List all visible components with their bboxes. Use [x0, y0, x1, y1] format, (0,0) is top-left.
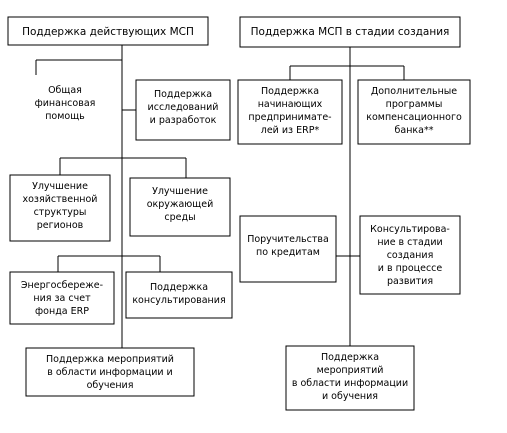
startup-support-line-2: начинающих	[258, 99, 323, 110]
right-tree: Поддержка МСП в стадии создания Поддержк…	[237, 16, 471, 411]
startup-support-line-1: Поддержка	[261, 86, 319, 97]
left-info-education-line-2: в области информации и	[47, 367, 172, 378]
compensation-programs-line-1: Дополнительные	[371, 86, 457, 97]
energy-saving-line-3: фонда ERP	[35, 306, 89, 317]
research-support-line-1: Поддержка	[154, 89, 212, 100]
right-info-education-line-1: Поддержка	[321, 352, 379, 363]
environment-line-2: окружающей	[147, 199, 214, 210]
environment-line-3: среды	[164, 212, 195, 223]
general-help-node: Общая финансовая помощь	[35, 85, 96, 122]
regional-structure-line-2: хозяйственной	[23, 194, 98, 205]
credit-guarantees-line-1: Поручительства	[247, 234, 329, 245]
startup-support-line-4: лей из ERP*	[261, 125, 320, 136]
energy-saving-line-2: ния за счет	[33, 293, 91, 304]
general-help-line-1: Общая	[48, 85, 82, 96]
left-info-education-line-3: обучения	[87, 380, 134, 391]
consulting-stages-line-4: и в процессе	[378, 263, 443, 274]
credit-guarantees-line-2: по кредитам	[256, 247, 320, 258]
left-tree: Поддержка действующих МСП Общая финансов…	[7, 16, 233, 397]
right-info-education-line-2: мероприятий	[317, 365, 384, 376]
regional-structure-line-1: Улучшение	[32, 181, 88, 192]
general-help-line-2: финансовая	[35, 98, 96, 109]
right-info-education-line-3: в области информации	[292, 378, 408, 389]
startup-support-line-3: предпринимате-	[248, 112, 331, 123]
right-header-box	[239, 16, 461, 48]
research-support-box	[135, 79, 231, 141]
right-info-education-line-4: и обучения	[322, 391, 378, 402]
compensation-programs-box	[357, 79, 471, 145]
environment-box	[129, 177, 231, 237]
compensation-programs-line-4: банка**	[395, 125, 434, 136]
consulting-stages-line-2: ние в стадии	[377, 237, 442, 248]
credit-guarantees-box	[239, 215, 337, 283]
left-info-education-line-1: Поддержка мероприятий	[46, 354, 174, 365]
consulting-stages-line-1: Консультирова-	[370, 224, 450, 235]
consulting-support-line-1: Поддержка	[150, 282, 208, 293]
energy-saving-box	[9, 271, 115, 325]
regional-structure-line-3: структуры	[34, 207, 87, 218]
regional-structure-line-4: регионов	[37, 220, 84, 231]
compensation-programs-line-2: программы	[386, 99, 443, 110]
consulting-stages-box	[359, 215, 461, 295]
regional-structure-box	[9, 174, 111, 242]
left-info-education-box	[25, 347, 195, 397]
research-support-line-2: исследований	[148, 102, 219, 113]
startup-support-box	[237, 79, 343, 145]
left-header-box	[7, 16, 209, 46]
right-info-education-box	[285, 345, 415, 411]
consulting-support-line-2: консультирования	[132, 295, 225, 306]
consulting-stages-line-3: создания	[387, 250, 434, 261]
consulting-stages-line-5: развития	[387, 276, 433, 287]
energy-saving-line-1: Энергосбереже-	[21, 280, 103, 291]
consulting-support-box	[125, 271, 233, 319]
right-header-label: Поддержка МСП в стадии создания	[251, 26, 450, 38]
research-support-line-3: и разработок	[150, 115, 217, 126]
general-help-line-3: помощь	[45, 111, 85, 122]
environment-line-1: Улучшение	[152, 186, 208, 197]
left-header-label: Поддержка действующих МСП	[22, 26, 194, 38]
compensation-programs-line-3: компенсационного	[366, 112, 462, 123]
